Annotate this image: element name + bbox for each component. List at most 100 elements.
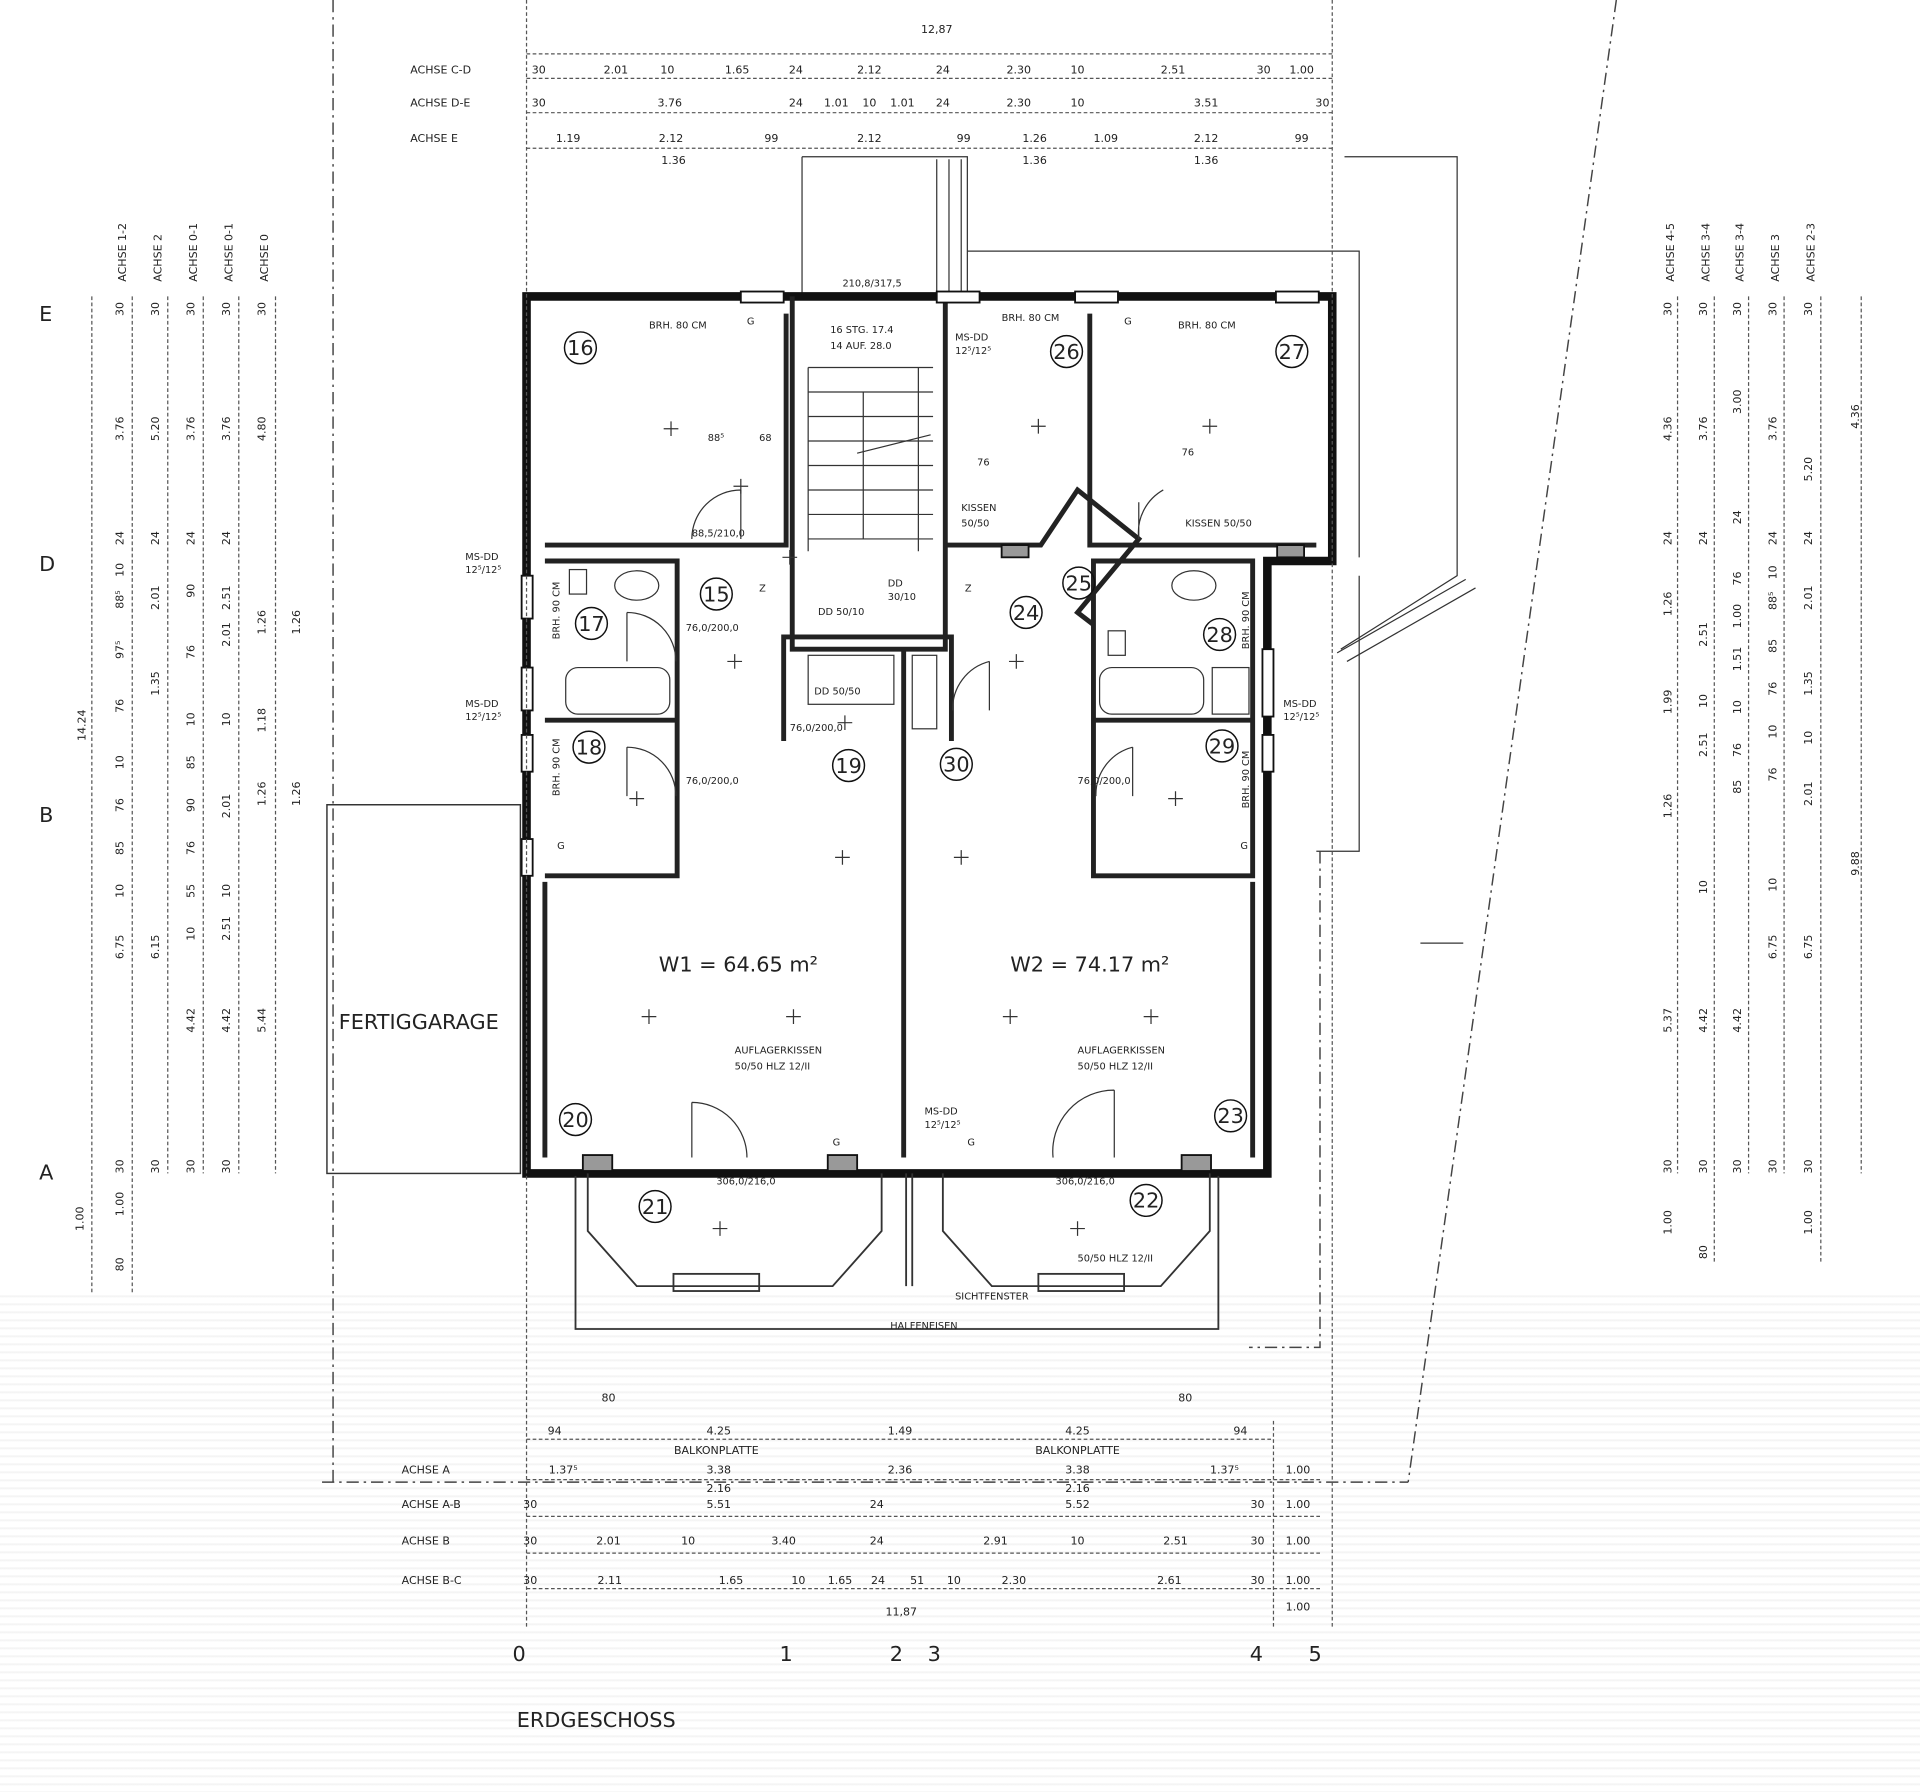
dimension-value: 2.51 — [1163, 1535, 1188, 1548]
plan-annotation: AUFLAGERKISSEN — [1078, 1045, 1165, 1056]
dimension-value: 1.00 — [1286, 1601, 1311, 1614]
plan-annotation: 306,0/216,0 — [1056, 1176, 1115, 1187]
dimension-value: 4.25 — [1065, 1424, 1090, 1437]
dimension-value: 10 — [1697, 694, 1710, 708]
plan-annotation: MS-DD — [955, 333, 988, 344]
dimension-value: 1.00 — [1286, 1498, 1311, 1511]
plan-annotation: AUFLAGERKISSEN — [735, 1045, 822, 1056]
dimension-value: 24 — [936, 97, 950, 110]
dimension-value: 3.38 — [707, 1464, 732, 1477]
dimension-value: 1.36 — [1194, 154, 1219, 167]
dimension-value: 3.38 — [1065, 1464, 1090, 1477]
dimension-value: 3.76 — [220, 416, 233, 441]
room-number-circle — [558, 1102, 593, 1137]
plan-annotation: BRH. 80 CM — [1178, 320, 1236, 331]
dimension-value: 30 — [185, 302, 198, 316]
dimension-value: 85 — [1767, 639, 1780, 653]
dimension-value: 76 — [1767, 682, 1780, 696]
ceiling-light-icon — [1002, 1009, 1018, 1024]
dimension-value: 85 — [1731, 780, 1744, 794]
dimension-value: 30 — [220, 1159, 233, 1173]
plan-annotation: 76 — [1182, 448, 1194, 459]
windows — [520, 290, 1320, 1172]
ceiling-light-icon — [712, 1221, 728, 1236]
ceiling-light-icon — [727, 654, 743, 669]
dimension-value: 30 — [523, 1535, 537, 1548]
room-number-circle — [574, 606, 609, 641]
dimension-value: 24 — [185, 531, 198, 545]
plan-annotation: 210,8/317,5 — [842, 279, 901, 290]
plan-annotation: DD 50/50 — [814, 687, 860, 698]
plan-annotation: 12⁵/12⁵ — [955, 346, 991, 357]
ceiling-light-icon — [782, 549, 798, 565]
dimension-value: 3.00 — [1731, 389, 1744, 414]
dimension-column-label: ACHSE 0 — [258, 234, 271, 282]
plan-annotation: DD — [888, 579, 903, 590]
dimension-value: 30 — [149, 1159, 162, 1173]
scan-noise — [0, 1290, 1920, 1792]
dimension-value: 4.42 — [185, 1008, 198, 1033]
dimension-value: 1.35 — [149, 671, 162, 696]
dimension-value: 24 — [220, 531, 233, 545]
room-number-circle — [572, 730, 606, 764]
unit-area-w1: W1 = 64.65 m² — [659, 952, 818, 976]
dimension-value: 88⁵ — [114, 590, 127, 608]
dimension-value: 10 — [1767, 565, 1780, 579]
dimension-value: 76 — [185, 841, 198, 855]
dimension-total: 9.88 — [1849, 851, 1862, 876]
room-number: 25 — [1066, 571, 1092, 595]
axis-number: 2 — [890, 1642, 903, 1666]
dimension-column-label: ACHSE 2 — [152, 234, 165, 282]
dimension-value: 1.36 — [661, 154, 686, 167]
dimension-value: 3.76 — [658, 97, 683, 110]
ceiling-light-icon — [1070, 1221, 1085, 1236]
dimension-value: 4.25 — [707, 1424, 732, 1437]
dimension-value: 4.42 — [1731, 1008, 1744, 1033]
ceiling-light-icon — [1031, 418, 1046, 434]
plan-annotation: 50/50 HLZ 12/II — [735, 1061, 810, 1072]
dimension-value: 24 — [1767, 531, 1780, 545]
dimension-value: 10 — [1731, 700, 1744, 714]
dimension-value: 3.51 — [1194, 97, 1219, 110]
dimension-value: 1.65 — [725, 63, 750, 76]
dimension-value: 30 — [532, 63, 546, 76]
dimension-value: 30 — [114, 302, 127, 316]
dimension-value: 1.36 — [1022, 154, 1047, 167]
plan-annotation: SICHTFENSTER — [955, 1292, 1029, 1303]
dimension-value: 85 — [114, 841, 127, 855]
dimension-value: 10 — [862, 97, 876, 110]
plan-annotation: 88,5/210,0 — [692, 528, 745, 539]
ceiling-light-icon — [786, 1009, 801, 1024]
dimension-value: 2.01 — [604, 63, 629, 76]
axis-number: 3 — [928, 1642, 941, 1666]
room-number: 17 — [578, 612, 604, 636]
stair-core — [781, 296, 954, 1158]
dimension-value: 3.76 — [1697, 416, 1710, 441]
dimension-value: 2.12 — [857, 63, 882, 76]
plan-annotation: G — [967, 1137, 975, 1148]
dimension-value: 2.51 — [1161, 63, 1186, 76]
dimension-value: 2.51 — [220, 916, 233, 941]
dimension-value: 30 — [523, 1574, 537, 1587]
dimension-value: 2.30 — [1007, 97, 1032, 110]
dimension-value: 10 — [114, 884, 127, 898]
dimension-value: 30 — [1802, 302, 1815, 316]
plan-annotation: BRH. 80 CM — [1002, 313, 1060, 324]
dimension-total: 11,87 — [885, 1606, 917, 1619]
dimension-column-label: ACHSE 2-3 — [1805, 223, 1818, 282]
room-number: 16 — [567, 336, 593, 360]
dimension-value: 1.19 — [556, 132, 581, 145]
axis-letter: D — [39, 552, 55, 576]
plan-annotation: HALFENEISEN — [890, 1321, 957, 1332]
dimension-value: 2.12 — [857, 132, 882, 145]
plan-annotation: BRH. 80 CM — [649, 320, 707, 331]
dimension-row-label: ACHSE E — [410, 132, 458, 145]
dimension-value: 2.01 — [596, 1535, 621, 1548]
plan-annotation: Z — [965, 584, 972, 595]
dimension-value: 2.51 — [1697, 732, 1710, 757]
plan-annotation: 50/50 HLZ 12/II — [1078, 1061, 1153, 1072]
plan-annotation: 12⁵/12⁵ — [1283, 712, 1319, 723]
dimension-value: 10 — [681, 1535, 695, 1548]
unit-area-w2: W2 = 74.17 m² — [1010, 952, 1169, 976]
